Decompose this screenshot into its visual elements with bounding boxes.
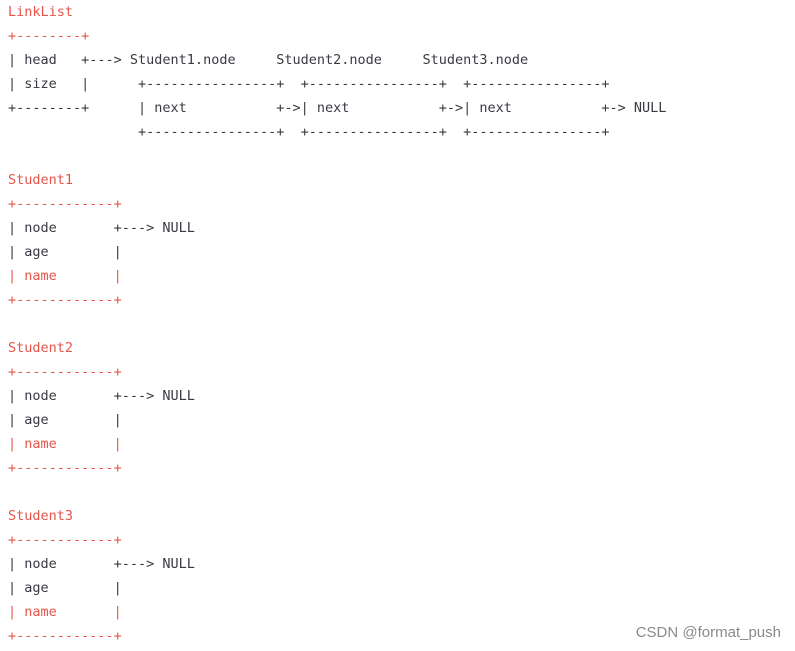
code-segment: +--------+ | next +->| next +->| next +-… [8, 100, 667, 116]
code-segment: Student2 [8, 340, 74, 356]
code-line: +------------+ [8, 624, 666, 648]
code-segment: +------------+ [8, 292, 122, 308]
code-line: | name | [8, 264, 666, 288]
code-line: | size | +----------------+ +-----------… [8, 72, 666, 96]
code-line: | node +---> NULL [8, 216, 666, 240]
code-line: Student3 [8, 504, 666, 528]
code-line: | node +---> NULL [8, 552, 666, 576]
code-line: +------------+ [8, 456, 666, 480]
code-segment: +------------+ [8, 532, 122, 548]
code-segment: | node +---> NULL [8, 388, 195, 404]
code-segment: | name | [8, 268, 122, 284]
code-segment: +------------+ [8, 364, 122, 380]
code-line: +------------+ [8, 528, 666, 552]
code-line: +----------------+ +----------------+ +-… [8, 120, 666, 144]
code-line: | age | [8, 408, 666, 432]
code-line: | age | [8, 576, 666, 600]
code-block: LinkList +--------+ | head +---> Student1.… [8, 0, 666, 648]
code-segment: Student3 [8, 508, 74, 524]
code-line: +--------+ | next +->| next +->| next +-… [8, 96, 666, 120]
code-line: +------------+ [8, 360, 666, 384]
code-segment: +------------+ [8, 628, 122, 644]
code-line: | node +---> NULL [8, 384, 666, 408]
code-line: | age | [8, 240, 666, 264]
code-line: | name | [8, 432, 666, 456]
code-segment: | name | [8, 436, 122, 452]
code-segment: | name | [8, 604, 122, 620]
code-segment: +--------+ [8, 28, 90, 44]
code-segment: | node +---> NULL [8, 220, 195, 236]
code-line: +------------+ [8, 192, 666, 216]
code-line: LinkList [8, 0, 666, 24]
code-line: Student1 [8, 168, 666, 192]
code-line: | head +---> Student1.node Student2.node… [8, 48, 666, 72]
code-segment: | age | [8, 244, 122, 260]
code-segment: | node +---> NULL [8, 556, 195, 572]
code-line: +--------+ [8, 24, 666, 48]
code-segment: | age | [8, 580, 122, 596]
code-segment: +------------+ [8, 196, 122, 212]
code-segment: +------------+ [8, 460, 122, 476]
code-line: | name | [8, 600, 666, 624]
code-line: +------------+ [8, 288, 666, 312]
code-segment: Student1 [8, 172, 74, 188]
code-line [8, 144, 666, 168]
code-line: Student2 [8, 336, 666, 360]
code-segment: | age | [8, 412, 122, 428]
code-line [8, 480, 666, 504]
code-segment: | size | +----------------+ +-----------… [8, 76, 610, 92]
code-segment: | head +---> Student1.node Student2.node… [8, 52, 529, 68]
code-line [8, 312, 666, 336]
code-segment: +----------------+ +----------------+ +-… [8, 124, 610, 140]
code-segment: LinkList [8, 4, 74, 20]
watermark-text: CSDN @format_push [635, 624, 781, 641]
